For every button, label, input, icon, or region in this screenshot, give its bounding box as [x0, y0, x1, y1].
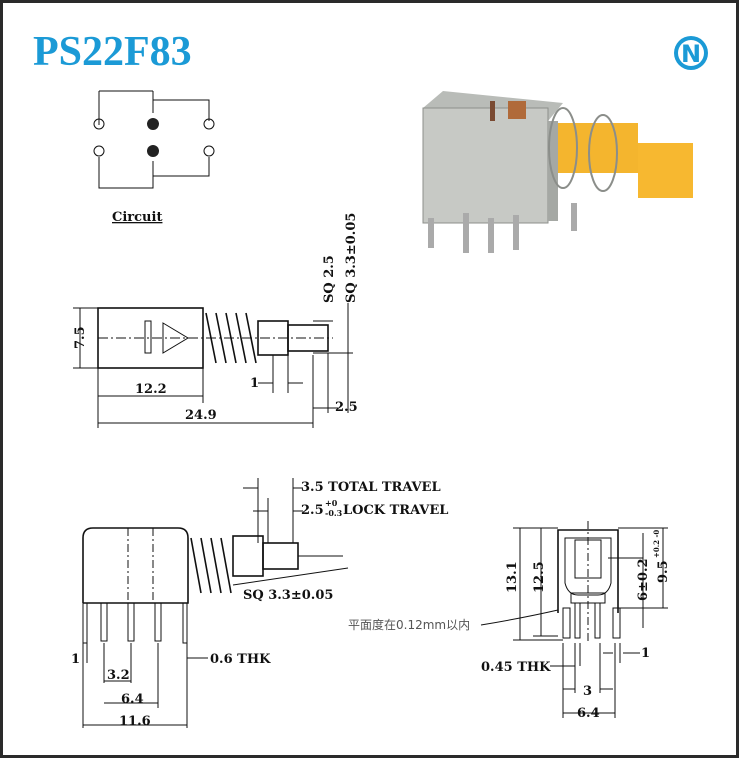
- circuit-label: Circuit: [112, 210, 162, 225]
- circuit-diagram: Circuit: [93, 90, 215, 225]
- dim-total-length: 24.9: [185, 408, 217, 423]
- logo-letter: N: [681, 40, 701, 68]
- product-photo: [422, 91, 693, 253]
- pin-span-6-4: 6.4: [577, 706, 600, 721]
- brand-logo: N: [674, 36, 708, 70]
- body-width: 11.6: [119, 714, 151, 729]
- thickness: 0.6 THK: [210, 652, 271, 667]
- technical-drawing: PS22F83 N Circuit: [33, 29, 708, 729]
- flatness-note: 平面度在0.12mm以内: [348, 617, 470, 632]
- height-6: 6±0.2: [636, 558, 651, 601]
- height-9-5-tol: +0.2 -0: [652, 530, 661, 558]
- pin-offset: 1: [71, 652, 80, 667]
- lock-travel-tol-minus: -0.3: [325, 508, 343, 518]
- pin-width: 1: [641, 646, 650, 661]
- product-title: PS22F83: [33, 29, 192, 75]
- total-travel: 3.5 TOTAL TRAVEL: [301, 480, 441, 495]
- pin-span: 6.4: [121, 692, 144, 707]
- dim-sq-small: SQ 2.5: [322, 255, 337, 303]
- lock-travel-label: LOCK TRAVEL: [343, 503, 448, 518]
- dim-height: 7.5: [73, 326, 88, 349]
- pin-pitch-3: 3: [583, 684, 592, 699]
- lock-travel-value: 2.5: [301, 503, 324, 518]
- dim-gap: 1: [250, 376, 259, 391]
- pin-thickness: 0.45 THK: [481, 660, 551, 675]
- height-13-1: 13.1: [505, 561, 520, 593]
- height-12-5: 12.5: [532, 561, 547, 593]
- lock-travel-tol-plus: +0: [325, 498, 338, 508]
- dim-sq-large: SQ 3.3±0.05: [344, 213, 359, 303]
- sq-dimension: SQ 3.3±0.05: [243, 588, 333, 603]
- height-9-5: 9.5: [656, 560, 671, 583]
- pin-pitch: 3.2: [107, 668, 130, 683]
- front-view-drawing: 13.1 12.5 6±0.2 9.5 +0.2 -0 平面度在0.12mm以内…: [348, 521, 671, 721]
- dim-body-length: 12.2: [135, 382, 167, 397]
- dim-tip: 2.5: [335, 400, 358, 415]
- side-view-drawing: 7.5 12.2 24.9 1 2.5 SQ 2.5 SQ 3.3±0.05: [73, 213, 359, 428]
- bottom-view-drawing: 3.5 TOTAL TRAVEL 2.5 +0 -0.3 LOCK TRAVEL…: [71, 478, 448, 729]
